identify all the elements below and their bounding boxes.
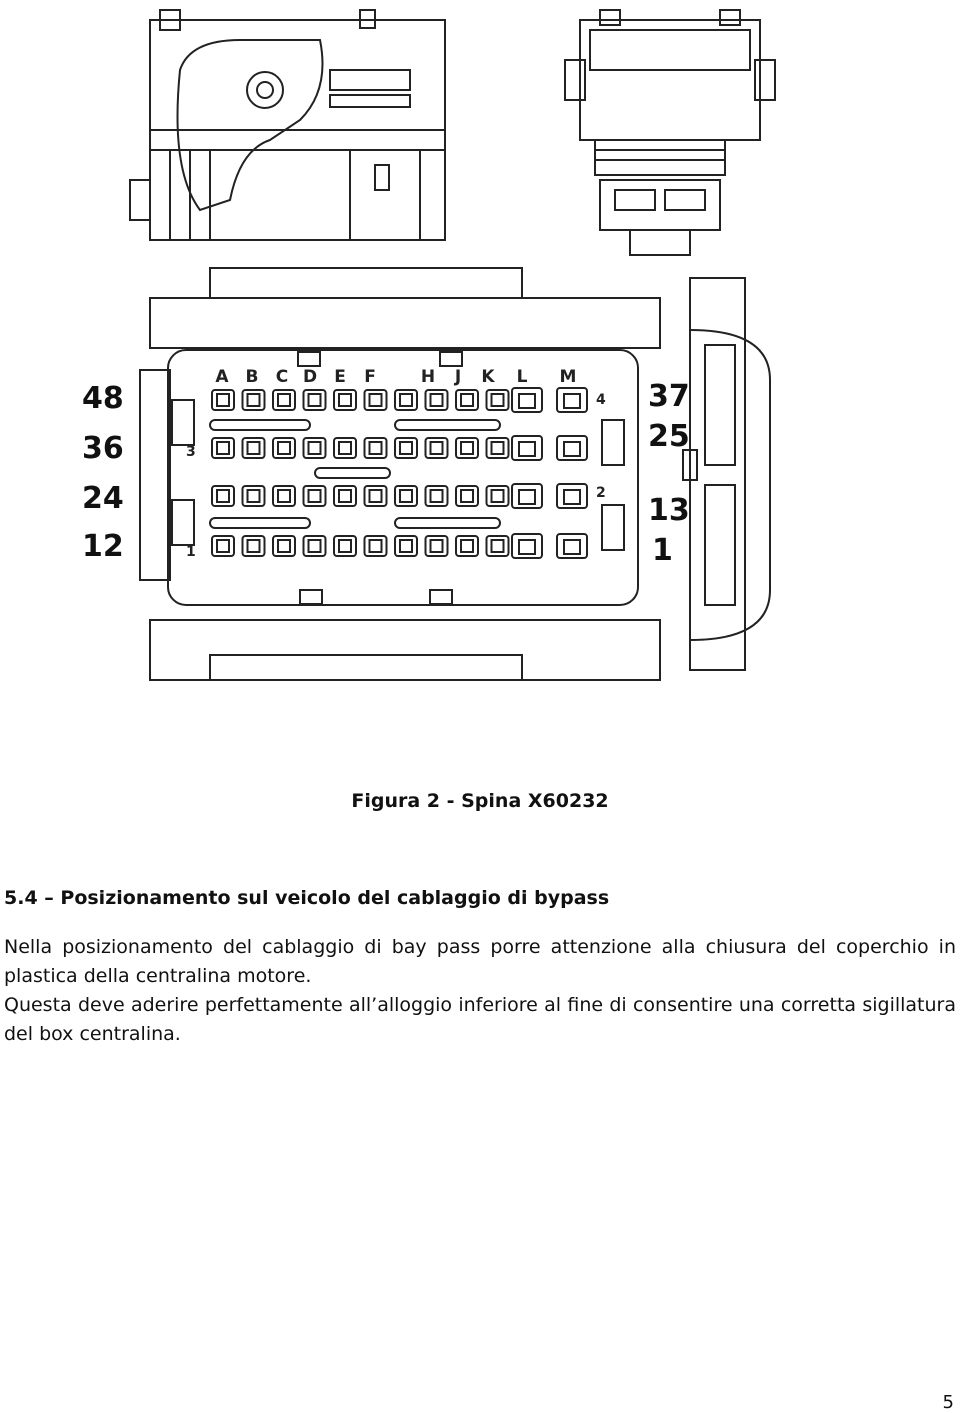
pin-cavity bbox=[241, 535, 266, 557]
pin-cavity bbox=[455, 535, 479, 557]
pin-cavity bbox=[394, 485, 418, 507]
page-number: 5 bbox=[942, 1392, 954, 1413]
pin-cavity-large bbox=[556, 533, 588, 559]
pin-cavity-large bbox=[556, 387, 588, 413]
pin-cavity bbox=[302, 535, 327, 557]
pin-cavity bbox=[485, 485, 510, 507]
left-row-number-labels: 48 36 24 12 bbox=[82, 381, 124, 564]
left-row-number: 24 bbox=[82, 481, 124, 516]
column-letter: M bbox=[560, 367, 577, 387]
pin-cavity bbox=[424, 437, 449, 459]
pin-cavity bbox=[211, 389, 235, 411]
connector-side-view-right bbox=[564, 9, 776, 256]
right-row-number: 37 bbox=[648, 379, 690, 414]
pin-cavity bbox=[302, 485, 327, 507]
row-marker: 3 bbox=[186, 444, 196, 460]
pin-cavity bbox=[394, 437, 418, 459]
right-row-number: 13 bbox=[648, 493, 690, 528]
pin-cavity bbox=[272, 485, 296, 507]
pin-cavity bbox=[333, 535, 357, 557]
column-letter: J bbox=[454, 367, 461, 387]
pin-cavity-large bbox=[556, 435, 588, 461]
pin-cavity bbox=[272, 437, 296, 459]
pin-cavity bbox=[333, 437, 357, 459]
pin-cavity bbox=[485, 389, 510, 411]
pin-cavity bbox=[455, 437, 479, 459]
pin-cavity bbox=[424, 485, 449, 507]
row-marker: 2 bbox=[596, 485, 606, 501]
pin-cavity-large bbox=[556, 483, 588, 509]
pin-cavity-large bbox=[511, 435, 543, 461]
pin-cavity bbox=[363, 485, 388, 507]
pin-cavity bbox=[455, 389, 479, 411]
section-heading: 5.4 – Posizionamento sul veicolo del cab… bbox=[4, 887, 610, 909]
pin-cavity bbox=[211, 535, 235, 557]
pin-grid bbox=[211, 387, 588, 559]
column-letter: E bbox=[334, 367, 346, 387]
connector-side-view-left bbox=[129, 9, 446, 241]
column-letter: B bbox=[246, 367, 259, 387]
pin-cavity bbox=[241, 389, 266, 411]
column-letter: A bbox=[215, 367, 229, 387]
column-letter: K bbox=[481, 367, 495, 387]
pin-cavity bbox=[363, 437, 388, 459]
pin-cavity bbox=[455, 485, 479, 507]
left-row-number: 36 bbox=[82, 431, 124, 466]
pin-cavity bbox=[211, 485, 235, 507]
pin-cavity-large bbox=[511, 387, 543, 413]
pin-cavity bbox=[272, 389, 296, 411]
pin-cavity bbox=[363, 535, 388, 557]
figure-caption: Figura 2 - Spina X60232 bbox=[351, 790, 609, 812]
right-row-number: 25 bbox=[648, 419, 690, 454]
column-letter: H bbox=[421, 367, 435, 387]
left-row-number: 12 bbox=[82, 529, 124, 564]
pin-cavity bbox=[424, 535, 449, 557]
body-text: Nella posizionamento del cablaggio di ba… bbox=[4, 933, 956, 1049]
pin-cavity-large bbox=[511, 533, 543, 559]
pin-cavity bbox=[394, 535, 418, 557]
paragraph-2: Questa deve aderire perfettamente all’al… bbox=[4, 994, 956, 1045]
column-letter: F bbox=[364, 367, 376, 387]
pin-cavity bbox=[241, 437, 266, 459]
pin-cavity bbox=[485, 535, 510, 557]
left-row-number: 48 bbox=[82, 381, 124, 416]
pin-cavity bbox=[302, 437, 327, 459]
pin-cavity bbox=[394, 389, 418, 411]
right-row-number: 1 bbox=[652, 533, 673, 568]
column-letter: L bbox=[517, 367, 528, 387]
pin-cavity bbox=[241, 485, 266, 507]
pin-cavity bbox=[333, 389, 357, 411]
pin-cavity bbox=[424, 389, 449, 411]
pin-cavity-large bbox=[511, 483, 543, 509]
right-row-number-labels: 37 25 13 1 bbox=[648, 379, 690, 568]
column-letter: C bbox=[276, 367, 288, 387]
pin-cavity bbox=[485, 437, 510, 459]
pin-cavity bbox=[272, 535, 296, 557]
pin-cavity bbox=[333, 485, 357, 507]
paragraph-1: Nella posizionamento del cablaggio di ba… bbox=[4, 936, 956, 987]
pin-cavity bbox=[211, 437, 235, 459]
pin-cavity bbox=[302, 389, 327, 411]
column-letter: D bbox=[303, 367, 317, 387]
pin-cavity bbox=[363, 389, 388, 411]
row-marker: 4 bbox=[596, 392, 606, 408]
connector-face bbox=[139, 267, 771, 681]
row-marker: 1 bbox=[186, 544, 196, 560]
row-marker-labels: 4 3 2 1 bbox=[186, 392, 606, 560]
